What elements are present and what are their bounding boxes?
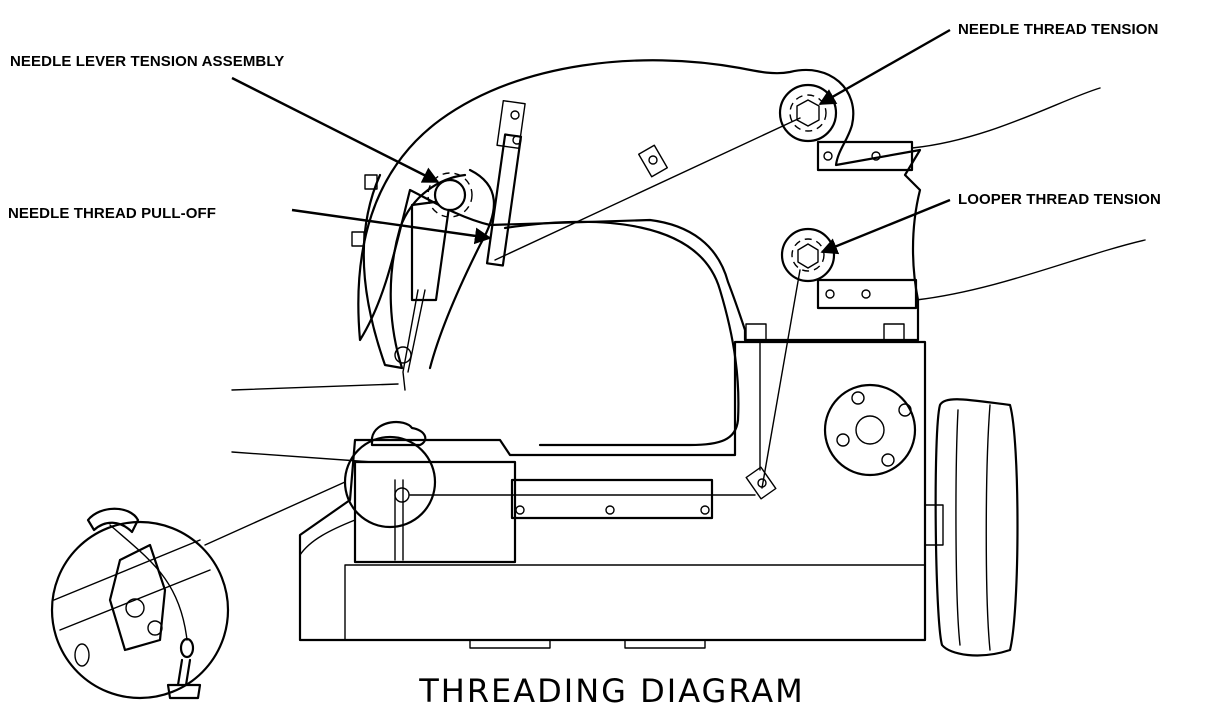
pull-off-screw bbox=[512, 135, 522, 145]
needle-lever-tension-ring bbox=[427, 172, 473, 218]
detail-looper-arm bbox=[108, 543, 167, 652]
flange-screw bbox=[881, 453, 895, 467]
detail-base-line bbox=[53, 539, 211, 631]
detail-hole bbox=[74, 643, 90, 667]
detail-guide-rod bbox=[176, 658, 192, 687]
looper-thread-from-stand bbox=[915, 239, 1146, 301]
guide-screw bbox=[648, 155, 658, 165]
pulley-groove bbox=[955, 404, 991, 651]
detail-leader bbox=[204, 481, 346, 546]
looper-detail-inset bbox=[50, 481, 346, 700]
looper-bar bbox=[510, 478, 714, 520]
flange-hub bbox=[855, 415, 885, 445]
callouts: NEEDLE LEVER TENSION ASSEMBLY NEEDLE THR… bbox=[8, 21, 1161, 255]
presser-knob bbox=[370, 420, 427, 447]
diagram-title: THREADING DIAGRAM bbox=[418, 672, 805, 704]
looper-thread-end bbox=[231, 451, 373, 463]
needle-tension-bracket bbox=[816, 140, 914, 172]
base-foot bbox=[469, 639, 551, 649]
pull-off-post bbox=[485, 133, 523, 267]
bed-screw bbox=[745, 323, 767, 341]
flange-screw bbox=[836, 433, 850, 447]
looper-detail-area bbox=[343, 435, 437, 529]
label-needle-thread-pull-off: NEEDLE THREAD PULL-OFF bbox=[8, 205, 216, 222]
detail-inset-circle bbox=[50, 520, 230, 700]
needle-thread-from-stand bbox=[911, 87, 1101, 149]
detail-nut bbox=[166, 683, 202, 700]
base-inner-shelf bbox=[299, 519, 356, 556]
looper-thread-path bbox=[761, 269, 801, 489]
flange-screw bbox=[898, 403, 912, 417]
looper-tension-bracket bbox=[816, 278, 918, 310]
arm-thread-guide bbox=[638, 144, 668, 178]
looper-bar-screw bbox=[515, 505, 525, 515]
needle-thread-tension-ring bbox=[789, 94, 827, 132]
base-lower-edge bbox=[344, 341, 926, 641]
leader-needle-lever-tension bbox=[231, 76, 440, 184]
detail-guide-eye bbox=[179, 637, 195, 659]
needle-lever-tension-disc bbox=[433, 178, 467, 212]
needle-thread-tension-disc bbox=[778, 83, 838, 143]
detail-screw bbox=[147, 620, 163, 636]
needle-thread-end bbox=[231, 383, 399, 391]
flange-screw bbox=[851, 391, 865, 405]
bearing-flange bbox=[823, 383, 917, 477]
label-looper-thread-tension: LOOPER THREAD TENSION bbox=[958, 191, 1161, 208]
label-needle-lever-tension-assembly: NEEDLE LEVER TENSION ASSEMBLY bbox=[10, 53, 284, 70]
column-thread-guide bbox=[745, 466, 777, 500]
pull-off-screw bbox=[510, 110, 520, 120]
leader-needle-thread-pull-off bbox=[291, 208, 492, 245]
looper-thread-guide bbox=[394, 487, 410, 503]
detail-looper bbox=[86, 507, 140, 534]
shroud-bolt bbox=[351, 231, 365, 247]
base-foot bbox=[624, 639, 706, 649]
pulley-shaft bbox=[924, 504, 944, 546]
bracket-screw bbox=[825, 289, 835, 299]
label-needle-thread-tension: NEEDLE THREAD TENSION bbox=[958, 21, 1158, 38]
looper-bar-screw bbox=[700, 505, 710, 515]
bracket-screw bbox=[861, 289, 871, 299]
machine-base bbox=[298, 340, 927, 642]
detail-thread bbox=[109, 524, 188, 641]
needle bbox=[402, 289, 426, 391]
leader-looper-thread-tension bbox=[820, 198, 951, 255]
looper-thread-tension-ring bbox=[791, 238, 825, 272]
machine-arm-outline bbox=[357, 59, 922, 342]
detail-looper-hub bbox=[125, 598, 145, 618]
looper-bar-screw bbox=[605, 505, 615, 515]
bracket-screw bbox=[823, 151, 833, 161]
bed-screw bbox=[883, 323, 905, 341]
pulley bbox=[934, 398, 1019, 657]
arm-throat bbox=[503, 220, 740, 447]
needle-bar-housing bbox=[410, 198, 452, 302]
looper-thread-tension-disc bbox=[780, 227, 836, 283]
needle-clamp-screw bbox=[394, 346, 412, 364]
looper-thread-tension-nut bbox=[797, 243, 819, 269]
shroud-bolt bbox=[364, 174, 378, 190]
needle-thread-path bbox=[494, 117, 801, 261]
sewing-machine-drawing bbox=[231, 59, 1146, 657]
bracket-screw bbox=[871, 151, 881, 161]
leader-needle-thread-tension bbox=[818, 28, 951, 106]
pull-off-top bbox=[496, 99, 526, 150]
needle-head-guard bbox=[428, 168, 495, 370]
needle-thread-tension-nut bbox=[796, 99, 820, 127]
